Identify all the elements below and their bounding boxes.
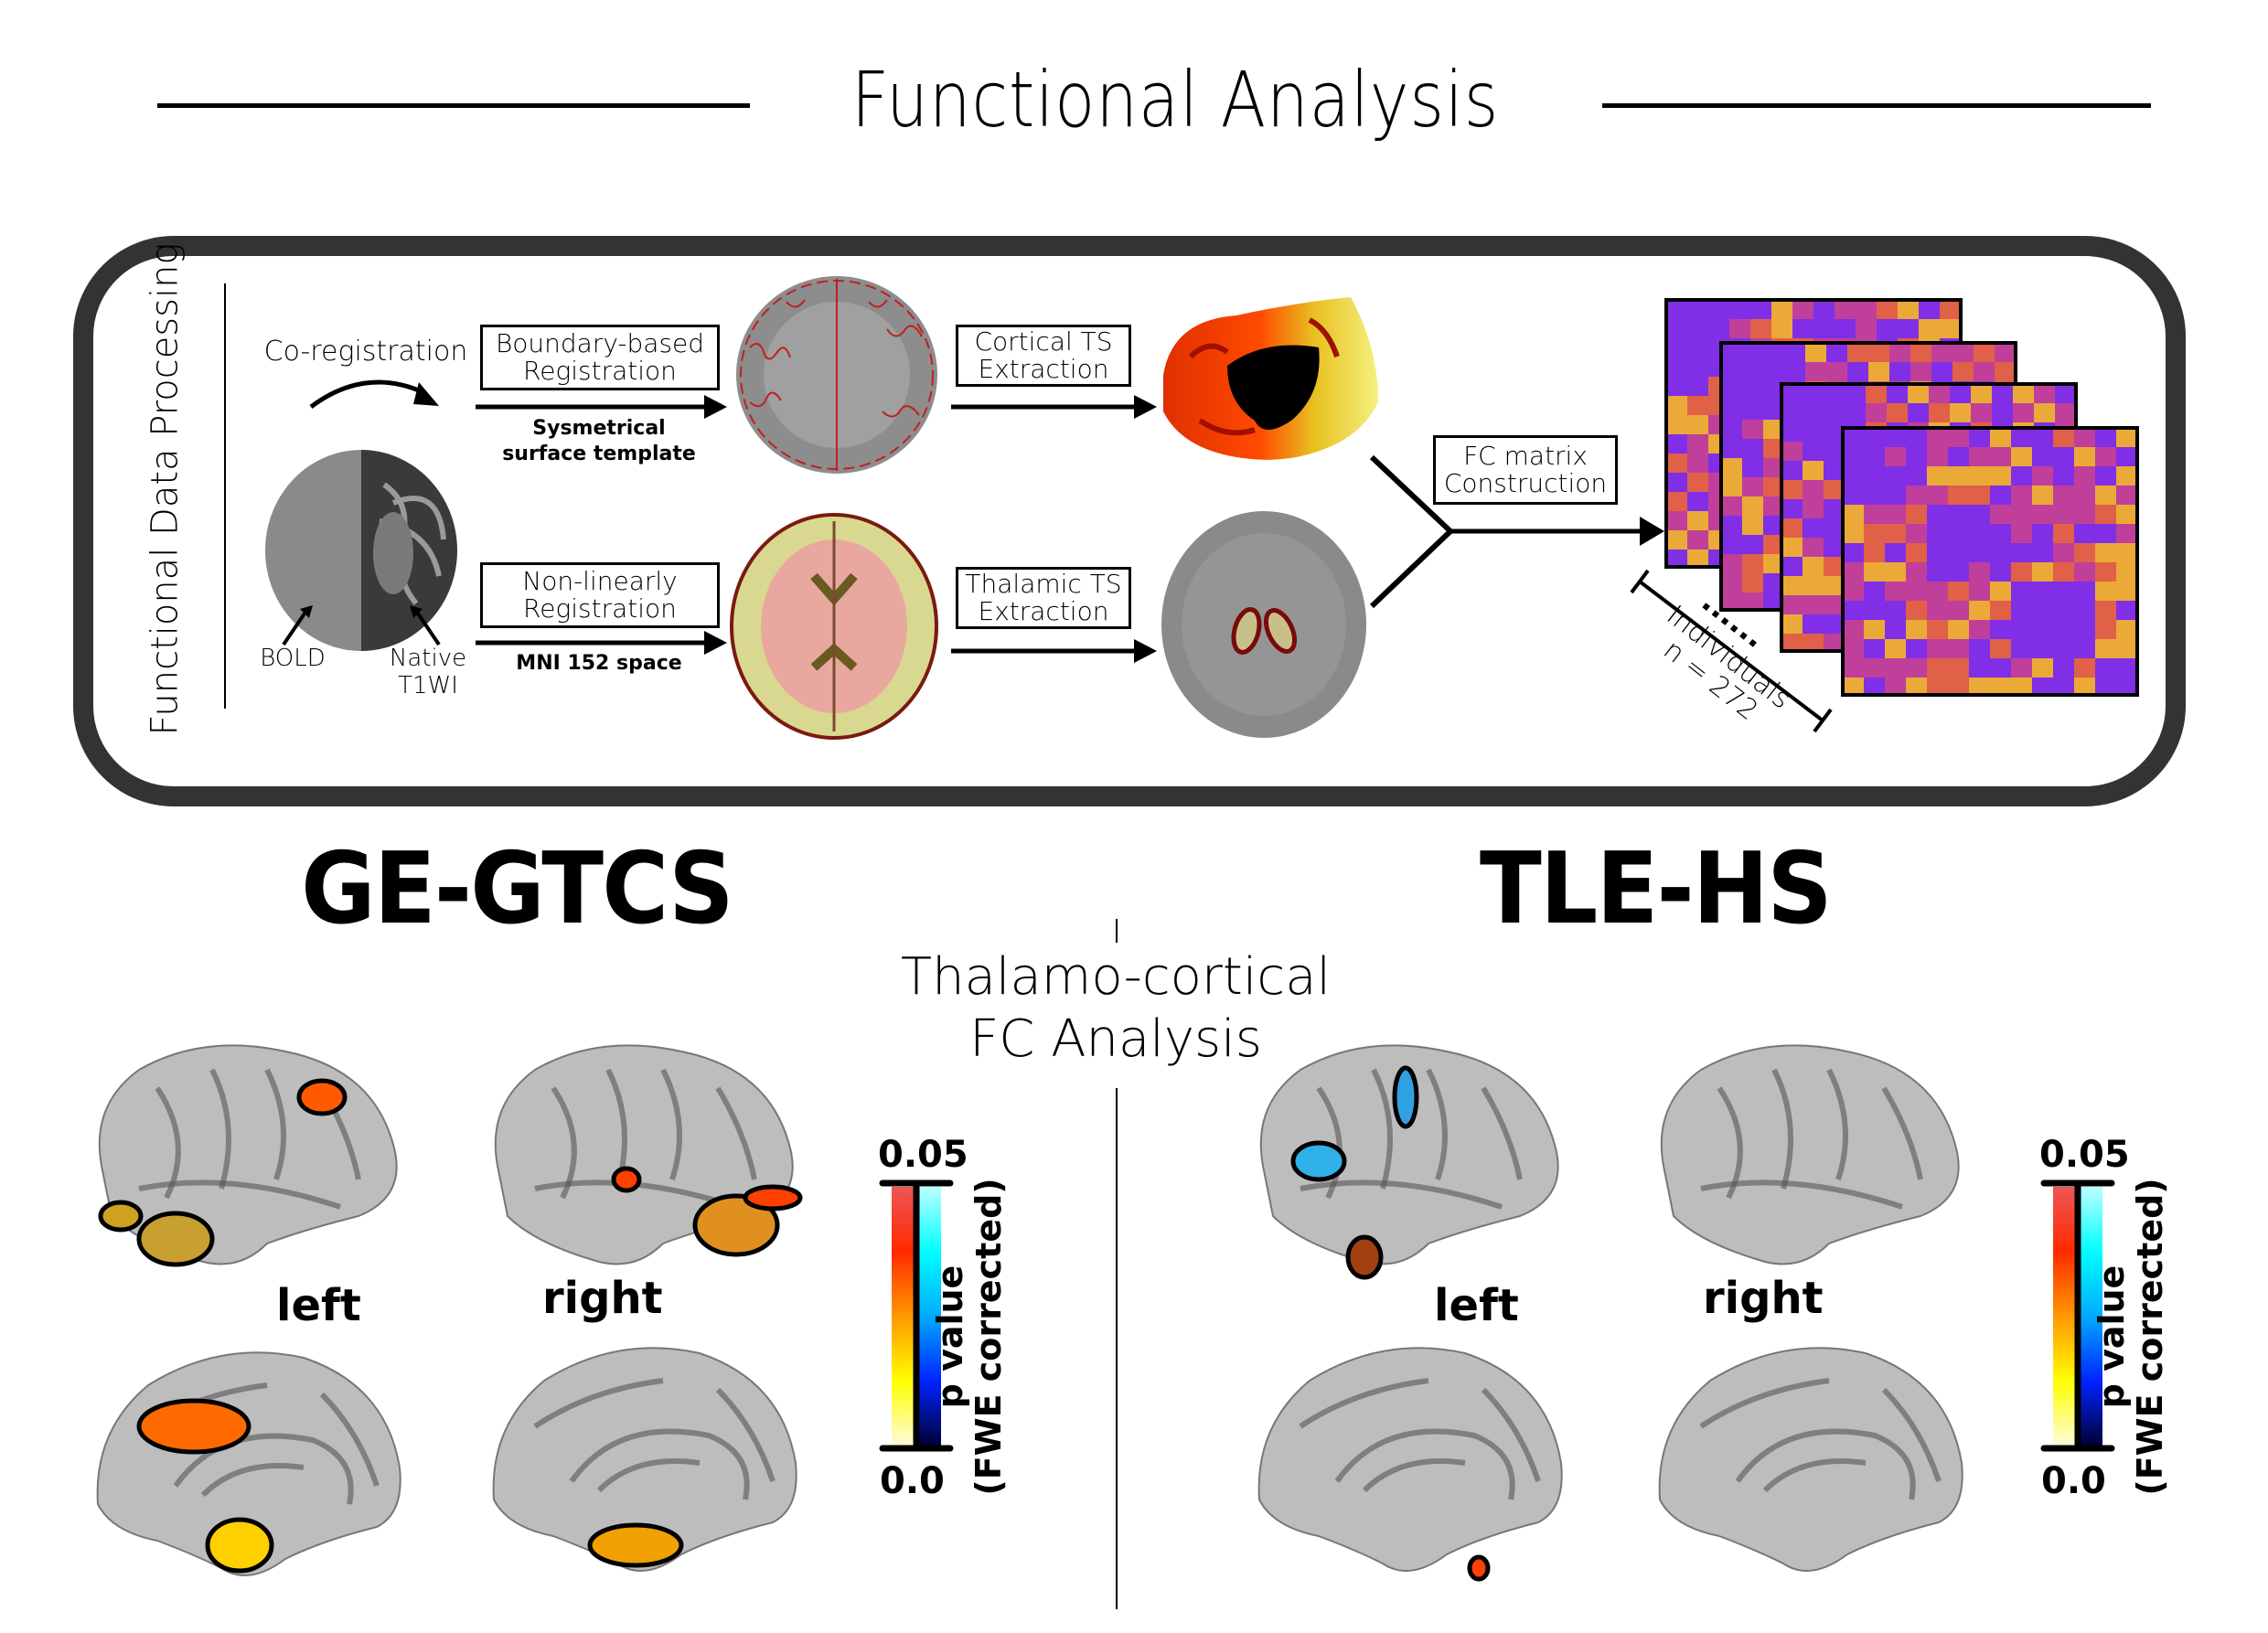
significant-cluster bbox=[1392, 1065, 1419, 1129]
tle-hs-left-label: left bbox=[1434, 1280, 1519, 1331]
medial-cortex-timeseries-map bbox=[1163, 297, 1378, 460]
processing-panel bbox=[73, 236, 2186, 806]
fc-matrix-box: FC matrix Construction bbox=[1433, 435, 1618, 505]
arrow-to-mni-space bbox=[476, 631, 727, 655]
mni-space-note: MNI 152 space bbox=[516, 652, 682, 675]
bold-pointer-arrow bbox=[282, 605, 313, 646]
arrow-to-surface-template bbox=[476, 395, 727, 419]
colorbar-title-ge-gtcs: p value (FWE corrected) bbox=[930, 1178, 1009, 1496]
significant-cluster bbox=[205, 1517, 274, 1574]
colorbar-min-ge-gtcs: 0.0 bbox=[880, 1460, 945, 1502]
group-title-tle-hs: TLE-HS bbox=[1480, 832, 1833, 946]
ge-gtcs-right-label: right bbox=[542, 1273, 663, 1324]
center-divider-bottom bbox=[1116, 1088, 1118, 1609]
arrow-to-cortex bbox=[951, 395, 1157, 419]
bold-t1-brain-image bbox=[265, 450, 457, 651]
colorbar-max-tle-hs: 0.05 bbox=[2039, 1134, 2130, 1176]
mni-overlay-axial-brain bbox=[730, 513, 938, 740]
significant-cluster bbox=[296, 1078, 348, 1116]
t1-pointer-arrow bbox=[410, 605, 441, 646]
bold-label: BOLD bbox=[260, 645, 326, 672]
significant-cluster bbox=[692, 1193, 780, 1257]
center-divider-top bbox=[1116, 919, 1118, 943]
significant-cluster bbox=[136, 1398, 251, 1455]
group-title-ge-gtcs: GE-GTCS bbox=[301, 832, 734, 946]
center-title: Thalamo-cortical FC Analysis bbox=[900, 947, 1332, 1069]
title-rule-left bbox=[157, 103, 750, 108]
coregistration-label: Co-registration bbox=[263, 336, 468, 368]
medial-cortex-surface bbox=[1257, 1347, 1563, 1582]
significant-cluster bbox=[1345, 1234, 1384, 1280]
lateral-cortex-surface bbox=[98, 1044, 398, 1267]
significant-cluster bbox=[98, 1200, 144, 1233]
colorbar-max-ge-gtcs: 0.05 bbox=[878, 1134, 968, 1176]
boundary-registration-box: Boundary-based Registration bbox=[480, 325, 720, 390]
significant-cluster bbox=[587, 1522, 684, 1568]
colorbar-gradient bbox=[879, 1179, 954, 1452]
section-label: Functional Data Processing bbox=[144, 242, 186, 736]
tle-hs-right-label: right bbox=[1703, 1273, 1824, 1324]
lateral-cortex-surface bbox=[494, 1044, 803, 1265]
significant-cluster bbox=[743, 1184, 803, 1211]
medial-cortex-surface bbox=[96, 1351, 401, 1576]
curved-arrow-icon bbox=[309, 379, 439, 410]
lateral-cortex-surface bbox=[1259, 1044, 1559, 1280]
significant-cluster bbox=[1290, 1140, 1347, 1182]
page-title: Functional Analysis bbox=[850, 55, 1500, 144]
cortical-ts-box: Cortical TS Extraction bbox=[956, 325, 1131, 387]
surface-template-note: Sysmetrical surface template bbox=[502, 417, 696, 465]
thalamus-roi-brain bbox=[1161, 511, 1366, 738]
title-rule-right bbox=[1602, 103, 2151, 108]
fc-matrix bbox=[1841, 426, 2139, 697]
colorbar-min-tle-hs: 0.0 bbox=[2041, 1460, 2106, 1502]
colorbar-title-tle-hs: p value (FWE corrected) bbox=[2091, 1178, 2170, 1496]
medial-cortex-surface bbox=[1658, 1347, 1963, 1572]
significant-cluster bbox=[1467, 1554, 1491, 1582]
arrow-to-thalamus bbox=[951, 639, 1157, 663]
lateral-cortex-surface bbox=[1660, 1044, 1960, 1265]
significant-cluster bbox=[611, 1166, 642, 1193]
individuals-arrow bbox=[1630, 569, 1833, 733]
colorbar-gradient bbox=[2040, 1179, 2115, 1452]
surface-outlined-axial-brain bbox=[736, 276, 937, 474]
nonlinear-registration-box: Non-linearly Registration bbox=[480, 562, 720, 628]
section-divider bbox=[224, 283, 226, 709]
merge-connector bbox=[1369, 454, 1664, 609]
thalamic-ts-box: Thalamic TS Extraction bbox=[956, 567, 1131, 629]
significant-cluster bbox=[136, 1211, 215, 1267]
t1-label: Native T1WI bbox=[389, 645, 467, 699]
medial-cortex-surface bbox=[492, 1347, 797, 1572]
ge-gtcs-left-label: left bbox=[276, 1280, 361, 1331]
